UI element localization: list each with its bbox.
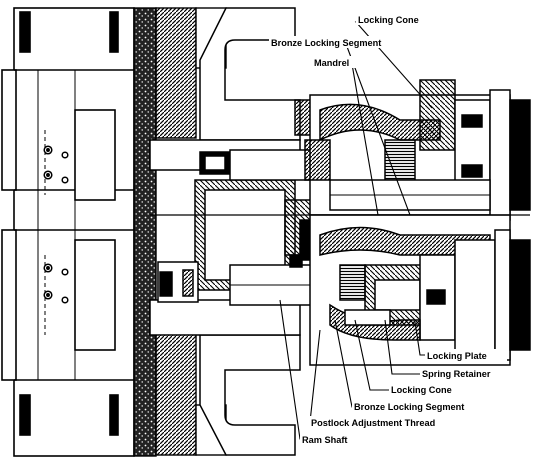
- label-bronze-locking-segment-top: Bronze Locking Segment: [271, 38, 381, 48]
- lower-locking-assembly: [309, 214, 531, 366]
- hatched-plate: [133, 7, 227, 457]
- label-locking-cone-top: Locking Cone: [358, 15, 419, 25]
- label-mandrel: Mandrel: [314, 58, 349, 68]
- left-platen: [1, 7, 135, 457]
- label-postlock-adjustment-thread: Postlock Adjustment Thread: [311, 418, 435, 428]
- label-bronze-locking-segment-bottom: Bronze Locking Segment: [354, 402, 464, 412]
- label-spring-retainer: Spring Retainer: [422, 369, 491, 379]
- platen-bolt-icons: [43, 145, 69, 304]
- label-ram-shaft: Ram Shaft: [302, 435, 347, 445]
- callout-labels: Locking Cone Bronze Locking Segment Mand…: [269, 13, 510, 445]
- upper-locking-assembly: [304, 79, 531, 221]
- label-locking-cone-bottom: Locking Cone: [391, 385, 452, 395]
- label-locking-plate: Locking Plate: [427, 351, 487, 361]
